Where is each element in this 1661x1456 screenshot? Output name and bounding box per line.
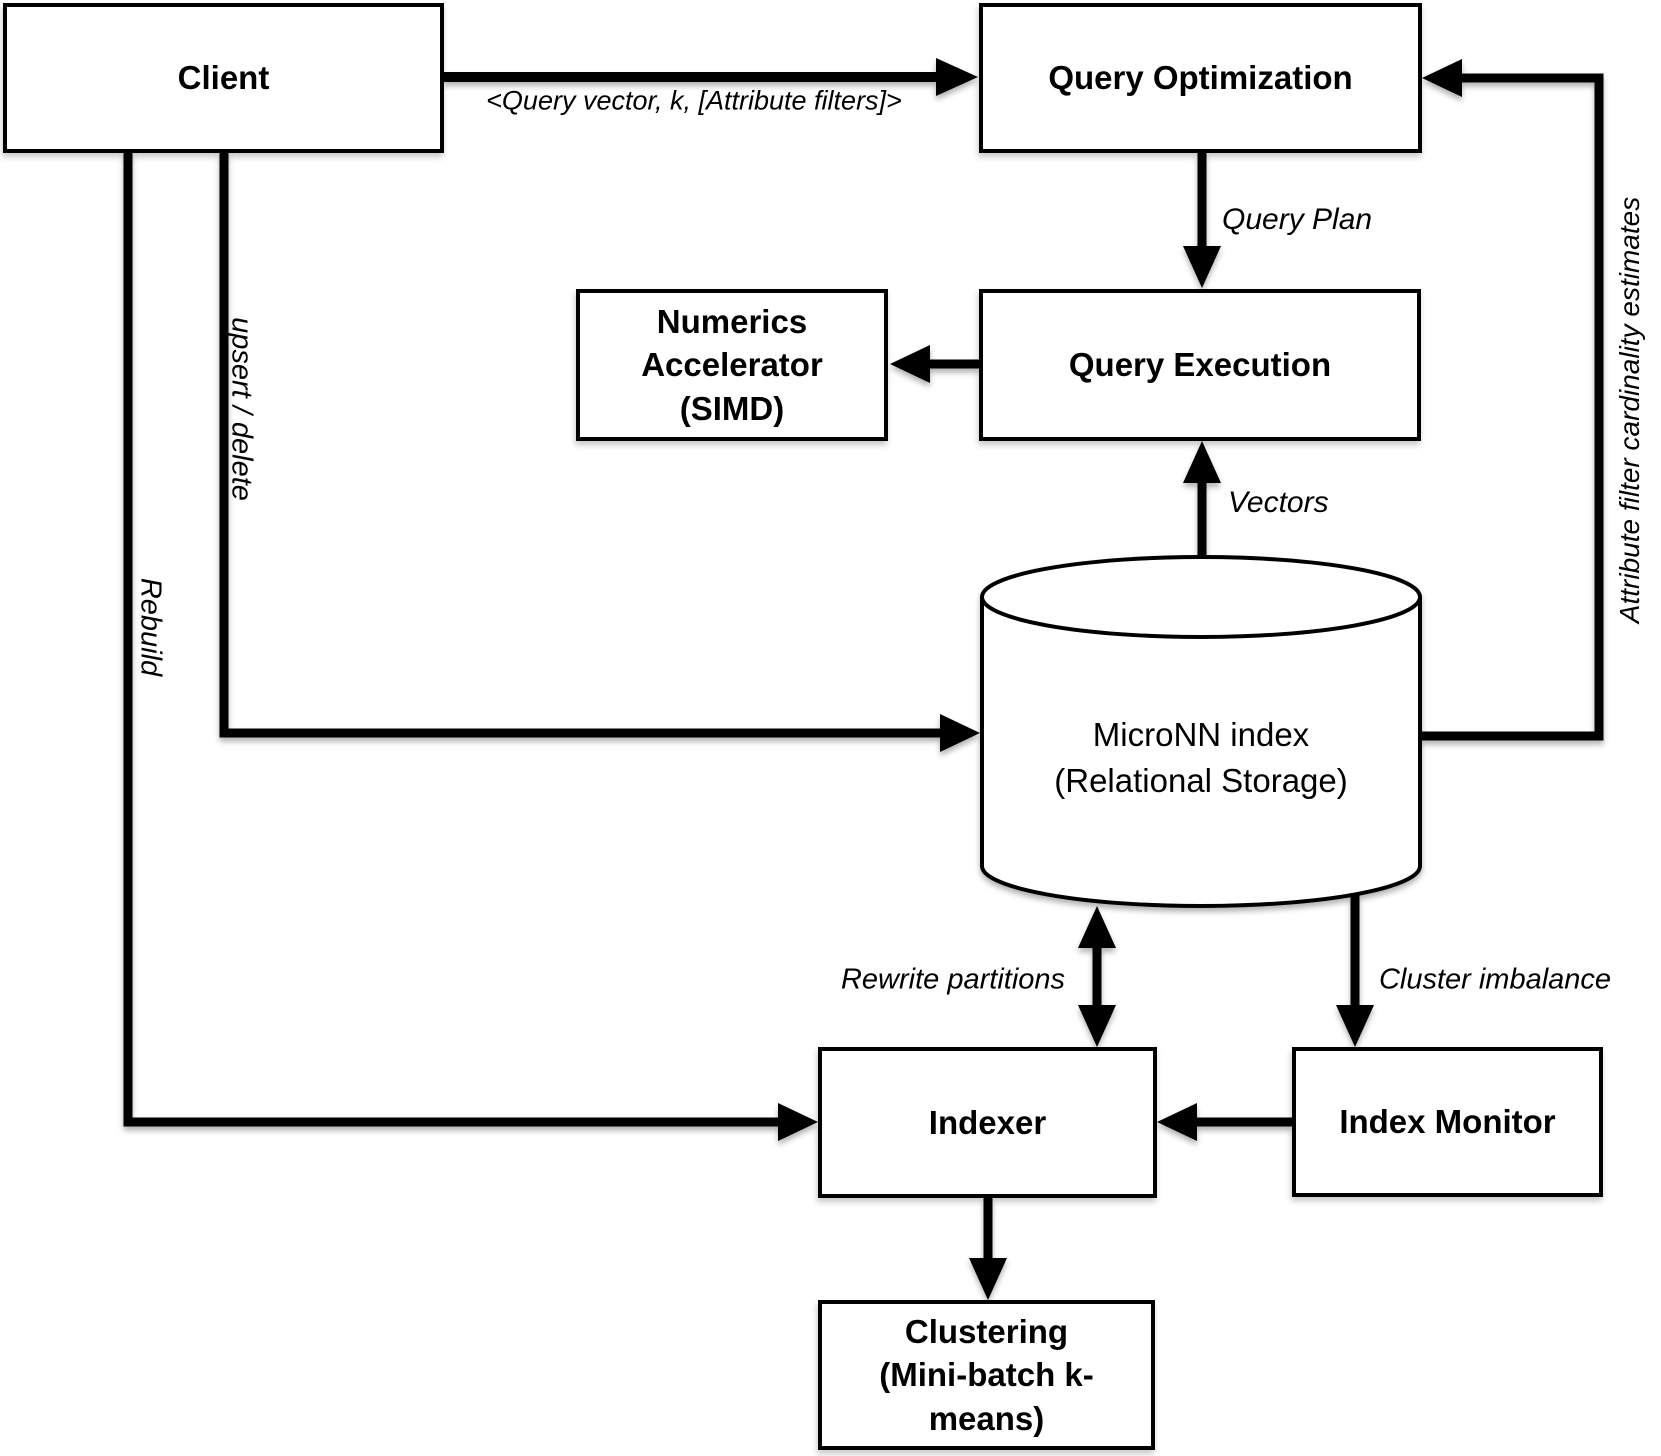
node-clustering: Clustering (Mini-batch k-means) <box>818 1300 1155 1450</box>
micronn-cylinder <box>980 555 1422 908</box>
edge-cardinality-estimates <box>1421 59 1604 741</box>
node-numerics-accelerator-label: Numerics Accelerator (SIMD) <box>641 302 823 427</box>
edge-upsert-delete <box>219 153 980 752</box>
edge-execution-to-accelerator <box>890 345 979 383</box>
node-index-monitor: Index Monitor <box>1292 1047 1603 1197</box>
label-rewrite-partitions: Rewrite partitions <box>840 963 1066 996</box>
edge-query-plan <box>1183 153 1221 288</box>
edge-rewrite-partitions <box>1078 906 1116 1047</box>
node-index-monitor-label: Index Monitor <box>1339 1103 1556 1141</box>
label-query-plan: Query Plan <box>1222 203 1373 236</box>
node-client: Client <box>3 3 444 153</box>
node-query-optimization-label: Query Optimization <box>1048 59 1353 97</box>
node-query-execution-label: Query Execution <box>1068 346 1332 384</box>
node-query-execution: Query Execution <box>979 289 1421 441</box>
node-client-label: Client <box>177 59 270 97</box>
edge-indexer-to-clustering <box>969 1198 1007 1300</box>
node-indexer: Indexer <box>818 1047 1157 1198</box>
node-clustering-label: Clustering (Mini-batch k-means) <box>879 1312 1094 1437</box>
edge-vectors <box>1183 441 1221 558</box>
edge-client-to-query-optimization <box>444 58 978 96</box>
label-vectors: Vectors <box>1228 486 1329 519</box>
node-indexer-label: Indexer <box>928 1103 1047 1141</box>
edge-monitor-to-indexer <box>1157 1103 1292 1141</box>
label-cluster-imbalance: Cluster imbalance <box>1378 963 1612 996</box>
edge-rebuild <box>123 153 818 1141</box>
node-micronn-index-label: MicroNN index (Relational Storage) <box>1054 716 1348 799</box>
label-query-tuple: <Query vector, k, [Attribute filters]> <box>486 85 902 116</box>
label-rebuild: Rebuild <box>134 577 167 677</box>
edge-cluster-imbalance <box>1336 893 1374 1047</box>
label-attribute-filter-cardinality: Attribute filter cardinality estimates <box>1614 196 1645 624</box>
node-numerics-accelerator: Numerics Accelerator (SIMD) <box>576 289 888 441</box>
label-upsert-delete: upsert / delete <box>225 317 258 501</box>
node-query-optimization: Query Optimization <box>979 3 1422 153</box>
